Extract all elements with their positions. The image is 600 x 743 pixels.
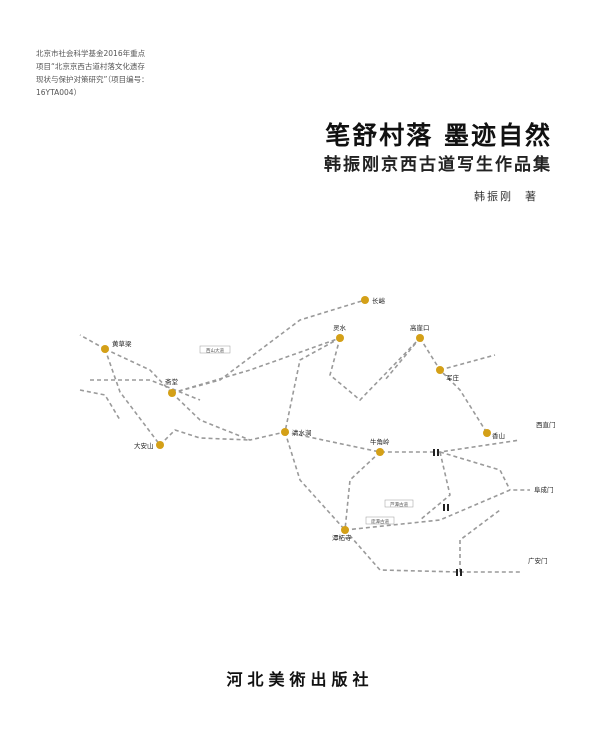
route-gates (433, 449, 462, 576)
place-label-niujiaoling: 牛角岭 (370, 437, 390, 446)
publisher-name: 河北美術出版社 (226, 670, 374, 689)
book-title: 笔舒村落 墨迹自然 (325, 121, 552, 150)
place-labels: 长峪 黄草梁 斋堂 灵水 高崖口 军庄 香山 大安山 清水涧 牛角岭 潭柘寺 (112, 296, 505, 542)
gate-mark (460, 569, 462, 576)
place-marker (376, 448, 384, 456)
place-marker (156, 441, 164, 449)
gate-mark (456, 569, 458, 576)
place-marker (281, 428, 289, 436)
edge-label-xizhimen: 西直门 (536, 420, 556, 429)
place-label-gaoyakou: 高崖口 (410, 323, 430, 332)
gate-mark (437, 449, 439, 456)
gate-mark (443, 504, 445, 511)
route-label-boxes (199, 345, 414, 525)
route-map-svg: 西山大道 芦潭古道 庞潭古道 长峪 黄草梁 斋堂 (79, 296, 556, 576)
route-label-box (199, 345, 231, 354)
place-marker (341, 526, 349, 534)
place-marker (168, 389, 176, 397)
place-marker (436, 366, 444, 374)
grant-line: 现状与保护对策研究”（项目编号： (36, 75, 149, 84)
route-map: 西山大道 芦潭古道 庞潭古道 长峪 黄草梁 斋堂 (0, 280, 600, 600)
edge-label-fuchengmen: 阜成门 (534, 485, 554, 494)
route-label-box (365, 516, 395, 525)
route-label-box (384, 499, 414, 508)
author-role: 著 (525, 190, 538, 203)
place-label-fangshan: 大安山 (134, 441, 154, 450)
route-label-xishan: 西山大道 (206, 347, 224, 354)
edge-labels: 西直门 阜成门 广安门 (528, 420, 556, 565)
gate-mark (433, 449, 435, 456)
place-label-qingshuijian: 清水涧 (292, 428, 312, 437)
author-name: 韩振刚 (474, 190, 513, 203)
place-marker (336, 334, 344, 342)
place-markers (101, 296, 491, 534)
grant-line: 16YTA004） (36, 88, 82, 97)
place-marker (101, 345, 109, 353)
place-label-lingshui: 灵水 (333, 323, 347, 332)
author-line: 韩振刚著 (474, 188, 538, 204)
place-label-xiangshan: 香山 (492, 431, 505, 440)
place-label-bianyu: 斋堂 (165, 377, 179, 386)
place-label-changyu: 长峪 (372, 296, 386, 305)
grant-line: 项目“北京京西古道村落文化遗存 (36, 62, 145, 71)
route-label-lutan: 芦潭古道 (390, 501, 408, 508)
place-marker (361, 296, 369, 304)
place-marker (483, 429, 491, 437)
book-subtitle: 韩振刚京西古道写生作品集 (324, 155, 552, 175)
edge-label-guanganmen: 广安门 (528, 556, 548, 565)
gate-mark (447, 504, 449, 511)
place-label-tanzhesi: 潭柘寺 (332, 533, 352, 542)
grant-note: 北京市社会科学基金2016年重点 项目“北京京西古道村落文化遗存 现状与保护对策… (36, 47, 186, 99)
grant-line: 北京市社会科学基金2016年重点 (36, 49, 146, 58)
place-label-junzhuang: 军庄 (446, 373, 460, 382)
place-marker (416, 334, 424, 342)
route-label-pangtan: 庞潭古道 (371, 518, 389, 525)
route-lines (79, 299, 530, 573)
place-label-huangcaoliang: 黄草梁 (112, 339, 132, 348)
